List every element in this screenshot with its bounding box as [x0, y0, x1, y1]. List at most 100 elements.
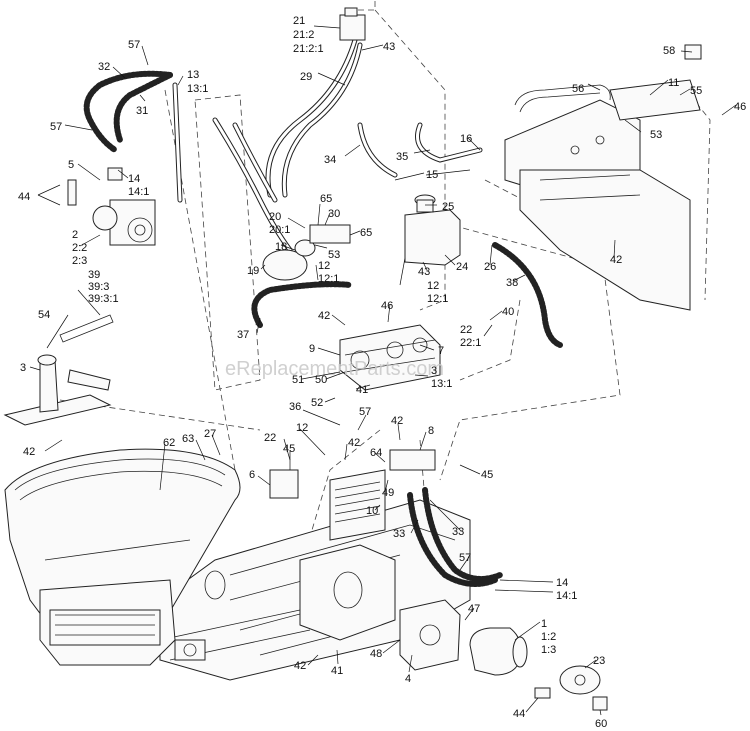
callout-label: 12 [318, 260, 330, 272]
callout-label: 49 [382, 487, 394, 499]
callout-label: 35 [396, 151, 408, 163]
callout-label: 4 [405, 673, 411, 685]
callout-label: 39:3 [88, 281, 109, 293]
callout-label: 46 [734, 101, 746, 113]
callout-label: 14:1 [128, 186, 149, 198]
callout-label: 62 [163, 437, 175, 449]
callout-label: 22 [460, 324, 472, 336]
callout-label: 1 [541, 618, 547, 630]
callout-label: 12:1 [318, 273, 339, 285]
callout-label: 43 [418, 266, 430, 278]
callout-label: 1:3 [541, 644, 556, 656]
callout-label: 65 [320, 193, 332, 205]
callout-label: 42 [294, 660, 306, 672]
callout-label: 64 [370, 447, 382, 459]
callout-label: 55 [690, 85, 702, 97]
callout-label: 33 [452, 526, 464, 538]
callout-label: 54 [38, 309, 50, 321]
hydraulic-reservoir [404, 194, 461, 266]
callout-label: 21 [293, 15, 305, 27]
callout-label: 19 [247, 265, 259, 277]
callout-label: 37 [237, 329, 249, 341]
callout-label: 10 [366, 505, 378, 517]
watermark: eReplacementParts.com [225, 358, 444, 380]
callout-label: 34 [324, 154, 336, 166]
callout-label: 11 [668, 77, 679, 89]
callout-label: 38 [506, 277, 518, 289]
hose-coil-middle [251, 242, 563, 348]
callout-label: 25 [442, 201, 454, 213]
callout-label: 36 [289, 401, 301, 413]
callout-label: 57 [50, 121, 62, 133]
callout-label: 51 [292, 374, 304, 386]
callout-label: 39:3:1 [88, 293, 119, 305]
callout-label: 13 [187, 69, 199, 81]
callout-label: 39 [88, 269, 100, 281]
callout-label: 2:3 [72, 255, 87, 267]
callout-label: 40 [502, 306, 514, 318]
callout-label: 42 [348, 437, 360, 449]
callout-label: 13:1 [431, 378, 452, 390]
oil-cooler [269, 449, 436, 541]
callout-label: 44 [513, 708, 525, 720]
callout-label: 52 [311, 397, 323, 409]
callout-label: 23 [593, 655, 605, 667]
handle-bracket [504, 44, 702, 311]
callout-label: 9 [309, 343, 315, 355]
callout-label: 42 [391, 415, 403, 427]
callout-label: 33 [393, 528, 405, 540]
callout-label: 1:2 [541, 631, 556, 643]
chute-assembly [3, 314, 114, 426]
callout-label: 60 [595, 718, 607, 730]
callout-label: 65 [360, 227, 372, 239]
callout-label: 16 [460, 133, 472, 145]
callout-label: 42 [318, 310, 330, 322]
callout-label: 53 [650, 129, 662, 141]
frame-chassis [159, 499, 471, 681]
callout-label: 41 [356, 384, 368, 396]
callout-label: 12 [296, 422, 308, 434]
callout-label: 53 [328, 249, 340, 261]
callout-label: 7 [438, 345, 444, 357]
hose-coil-bottom [407, 487, 503, 587]
callout-label: 42 [610, 254, 622, 266]
callout-label: 58 [663, 45, 675, 57]
callout-label: 27 [204, 428, 216, 440]
callout-label: 44 [18, 191, 30, 203]
callout-label: 13:1 [187, 83, 208, 95]
callout-label: 21:2 [293, 29, 314, 41]
callout-label: 57 [359, 406, 371, 418]
callout-label: 30 [328, 208, 340, 220]
callout-label: 32 [98, 61, 110, 73]
callout-labels: 21 21:2 21:2:1 43 58 57 32 13 13:1 31 29… [18, 15, 746, 730]
oil-filter [262, 224, 351, 281]
callout-label: 24 [456, 261, 468, 273]
drive-motor-hub [399, 599, 608, 711]
callout-label: 42 [23, 446, 35, 458]
callout-label: 2 [72, 229, 78, 241]
callout-label: 22:1 [460, 337, 481, 349]
callout-label: 12:1 [427, 293, 448, 305]
callout-label: 12 [427, 280, 439, 292]
callout-label: 21:2:1 [293, 43, 324, 55]
callout-label: 15 [426, 169, 438, 181]
callout-label: 14:1 [556, 590, 577, 602]
callout-label: 29 [300, 71, 312, 83]
spreader-hopper [4, 448, 241, 666]
callout-label: 20:1 [269, 224, 290, 236]
callout-label: 5 [68, 159, 74, 171]
callout-label: 26 [484, 261, 496, 273]
callout-label: 46 [381, 300, 393, 312]
callout-label: 47 [468, 603, 480, 615]
callout-label: 3 [20, 362, 26, 374]
callout-label: 56 [572, 83, 584, 95]
callout-label: 8 [428, 425, 434, 437]
callout-label: 57 [459, 552, 471, 564]
hose-coil-top-left [83, 70, 183, 203]
callout-label: 50 [315, 374, 327, 386]
callout-label: 22 [264, 432, 276, 444]
callout-leader-lines [29, 25, 737, 716]
hydraulic-pump [339, 324, 441, 391]
callout-label: 43 [383, 41, 395, 53]
